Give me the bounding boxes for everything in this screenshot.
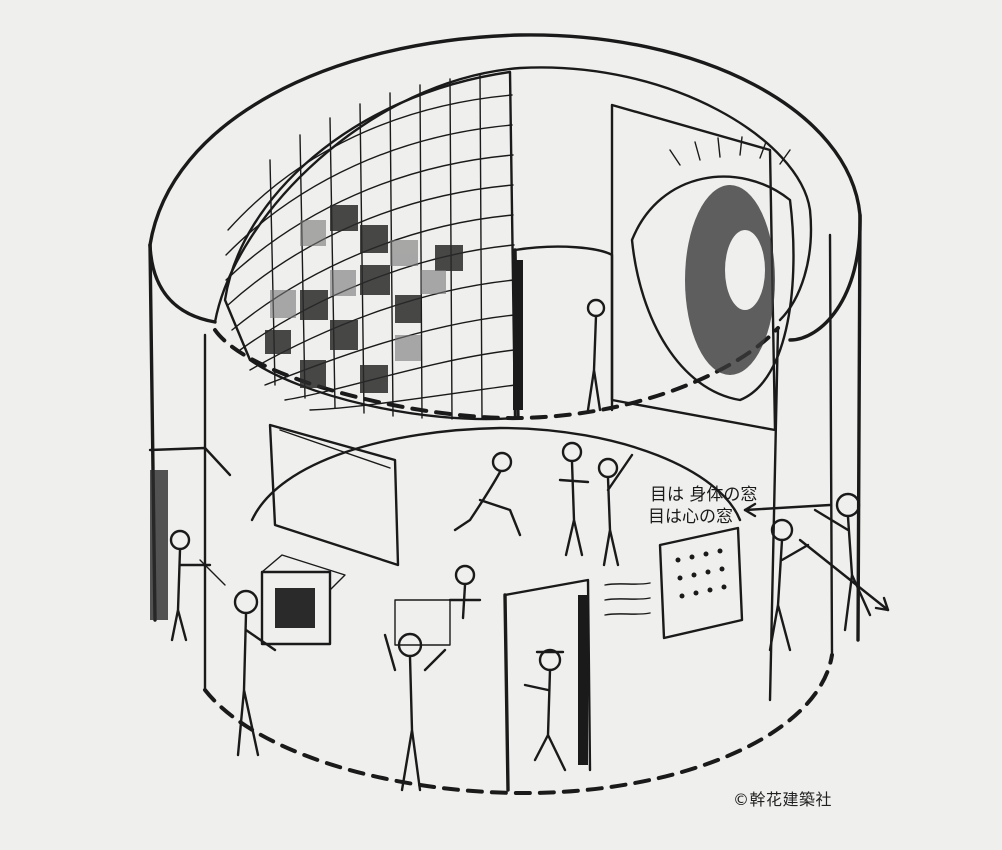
eye-chart bbox=[658, 526, 744, 640]
visitor-left bbox=[233, 589, 277, 757]
wall-note-line1: 目は 身体の窓 bbox=[650, 485, 757, 505]
visitor-doorway bbox=[586, 298, 606, 412]
floor-screen bbox=[268, 423, 400, 567]
eye-panel bbox=[610, 103, 795, 432]
wall-note-line2: 目は心の窓 bbox=[648, 507, 733, 527]
shaded-tiles bbox=[265, 205, 463, 393]
visitor-pointing bbox=[597, 453, 634, 567]
visitor-hat bbox=[523, 648, 567, 772]
visitors bbox=[169, 298, 872, 792]
visitor-standing-1 bbox=[558, 441, 590, 557]
visitor-small bbox=[448, 564, 482, 620]
copyright-credit: ©幹花建築社 bbox=[733, 790, 833, 809]
grid-wall-panel bbox=[223, 70, 517, 421]
wall-note: 目は 身体の窓 目は心の窓 bbox=[648, 485, 757, 527]
front-doorway bbox=[503, 578, 592, 792]
sight-arrows bbox=[743, 502, 890, 612]
visitor-outside bbox=[813, 492, 872, 632]
visitor-booth bbox=[169, 529, 212, 642]
visitor-holding-frame bbox=[383, 599, 451, 792]
visitor-sitting bbox=[453, 451, 522, 537]
visitor-woman-right bbox=[768, 518, 810, 652]
left-booth bbox=[148, 446, 232, 620]
wall-scribbles bbox=[604, 582, 651, 616]
display-box bbox=[260, 554, 346, 646]
